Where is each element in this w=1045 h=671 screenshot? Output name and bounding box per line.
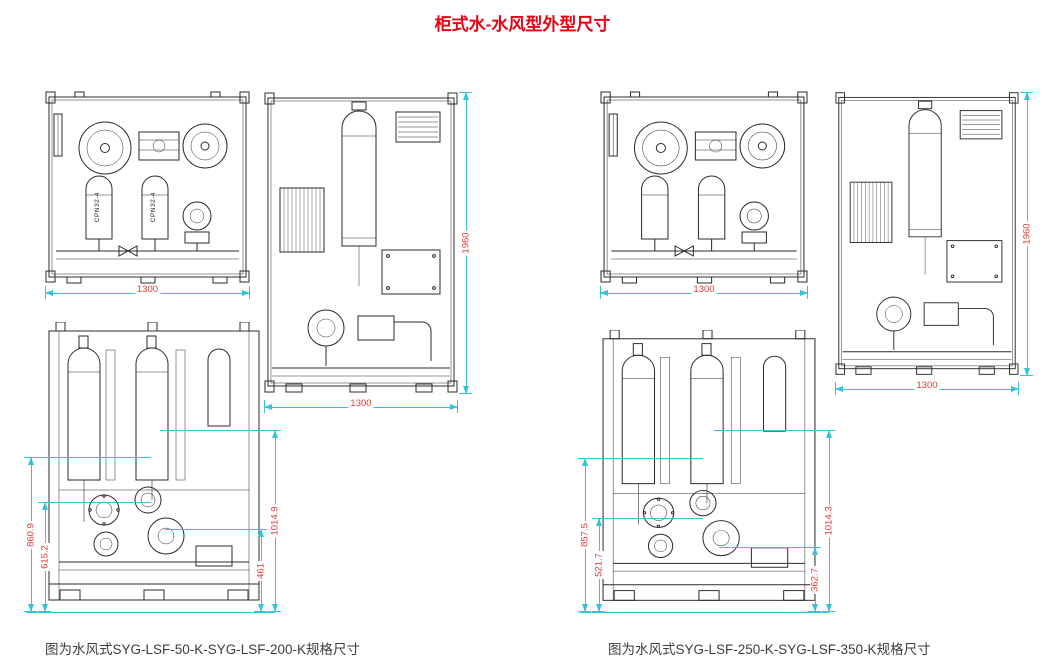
right-lower-dimension-outer-left: 857.5 xyxy=(578,458,591,612)
dimension-label: 362.7 xyxy=(809,565,821,594)
left-side-height-dimension: 1960 xyxy=(459,92,472,394)
left-front-width-dimension: 1300 xyxy=(45,284,250,299)
page-title: 柜式水-水风型外型尺寸 xyxy=(434,15,611,34)
right-lower-dimension-inner-left: 521.7 xyxy=(592,518,605,612)
right-lower-dimension-inner-right: 362.7 xyxy=(808,547,821,612)
cabinet-side-view-graphic xyxy=(835,88,1019,380)
pump-skid-view-graphic xyxy=(44,322,264,612)
cabinet-front-view-graphic xyxy=(600,88,808,285)
dimension-label: 1300 xyxy=(914,380,940,391)
dimension-extension-line xyxy=(165,529,261,530)
dimension-extension-line xyxy=(714,430,829,431)
left-front-view-drawing: CPN32-4 CPN32-4 xyxy=(45,88,250,285)
left-figure-caption: 图为水风式SYG-LSF-50-K-SYG-LSF-200-K规格尺寸 xyxy=(45,642,361,657)
cabinet-front-view-graphic xyxy=(45,88,250,285)
left-lower-view-drawing xyxy=(44,322,264,612)
left-lower-dimension-outer-right: 1014.9 xyxy=(268,430,281,612)
dimension-label: 860.9 xyxy=(25,520,37,549)
left-lower-dimension-outer-left: 860.9 xyxy=(24,457,37,612)
dimension-extension-line xyxy=(26,612,275,613)
pump-skid-view-graphic xyxy=(598,330,820,612)
dimension-extension-line xyxy=(585,458,703,459)
dimension-label: 1014.3 xyxy=(823,504,835,538)
right-side-height-dimension: 1960 xyxy=(1020,92,1033,376)
dimension-label: 461 xyxy=(255,560,267,581)
cabinet-side-view-graphic xyxy=(264,88,458,398)
dimension-label: 1300 xyxy=(134,284,161,295)
dimension-label: 521.7 xyxy=(593,551,605,579)
dimension-label: 1960 xyxy=(1021,221,1033,247)
dimension-extension-line xyxy=(31,457,151,458)
right-front-view-drawing xyxy=(600,88,808,285)
dimension-extension-line xyxy=(599,518,703,519)
right-side-width-dimension: 1300 xyxy=(835,380,1019,395)
tank-model-label: CPN32-4 xyxy=(150,192,157,223)
right-lower-view-drawing xyxy=(598,330,820,612)
dimension-label: 615.2 xyxy=(39,543,51,571)
dimension-extension-line xyxy=(580,612,829,613)
right-side-view-drawing xyxy=(835,88,1019,380)
right-lower-dimension-outer-right: 1014.3 xyxy=(822,430,835,612)
dimension-label: 857.5 xyxy=(579,521,591,549)
dimension-label: 1300 xyxy=(348,398,374,409)
dimension-extension-line xyxy=(45,502,151,503)
left-lower-dimension-inner-left: 615.2 xyxy=(38,502,51,612)
left-side-width-dimension: 1300 xyxy=(264,398,458,413)
left-side-view-drawing xyxy=(264,88,458,398)
left-lower-dimension-inner-right: 461 xyxy=(254,529,267,612)
right-figure-caption: 图为水风式SYG-LSF-250-K-SYG-LSF-350-K规格尺寸 xyxy=(608,642,931,657)
dimension-extension-line xyxy=(160,430,275,431)
dimension-label: 1014.9 xyxy=(269,504,281,538)
dimension-extension-line xyxy=(719,547,815,548)
tank-model-label: CPN32-4 xyxy=(94,192,101,223)
dimension-label: 1960 xyxy=(460,230,472,256)
right-front-width-dimension: 1300 xyxy=(600,284,808,299)
dimension-label: 1300 xyxy=(691,284,717,295)
